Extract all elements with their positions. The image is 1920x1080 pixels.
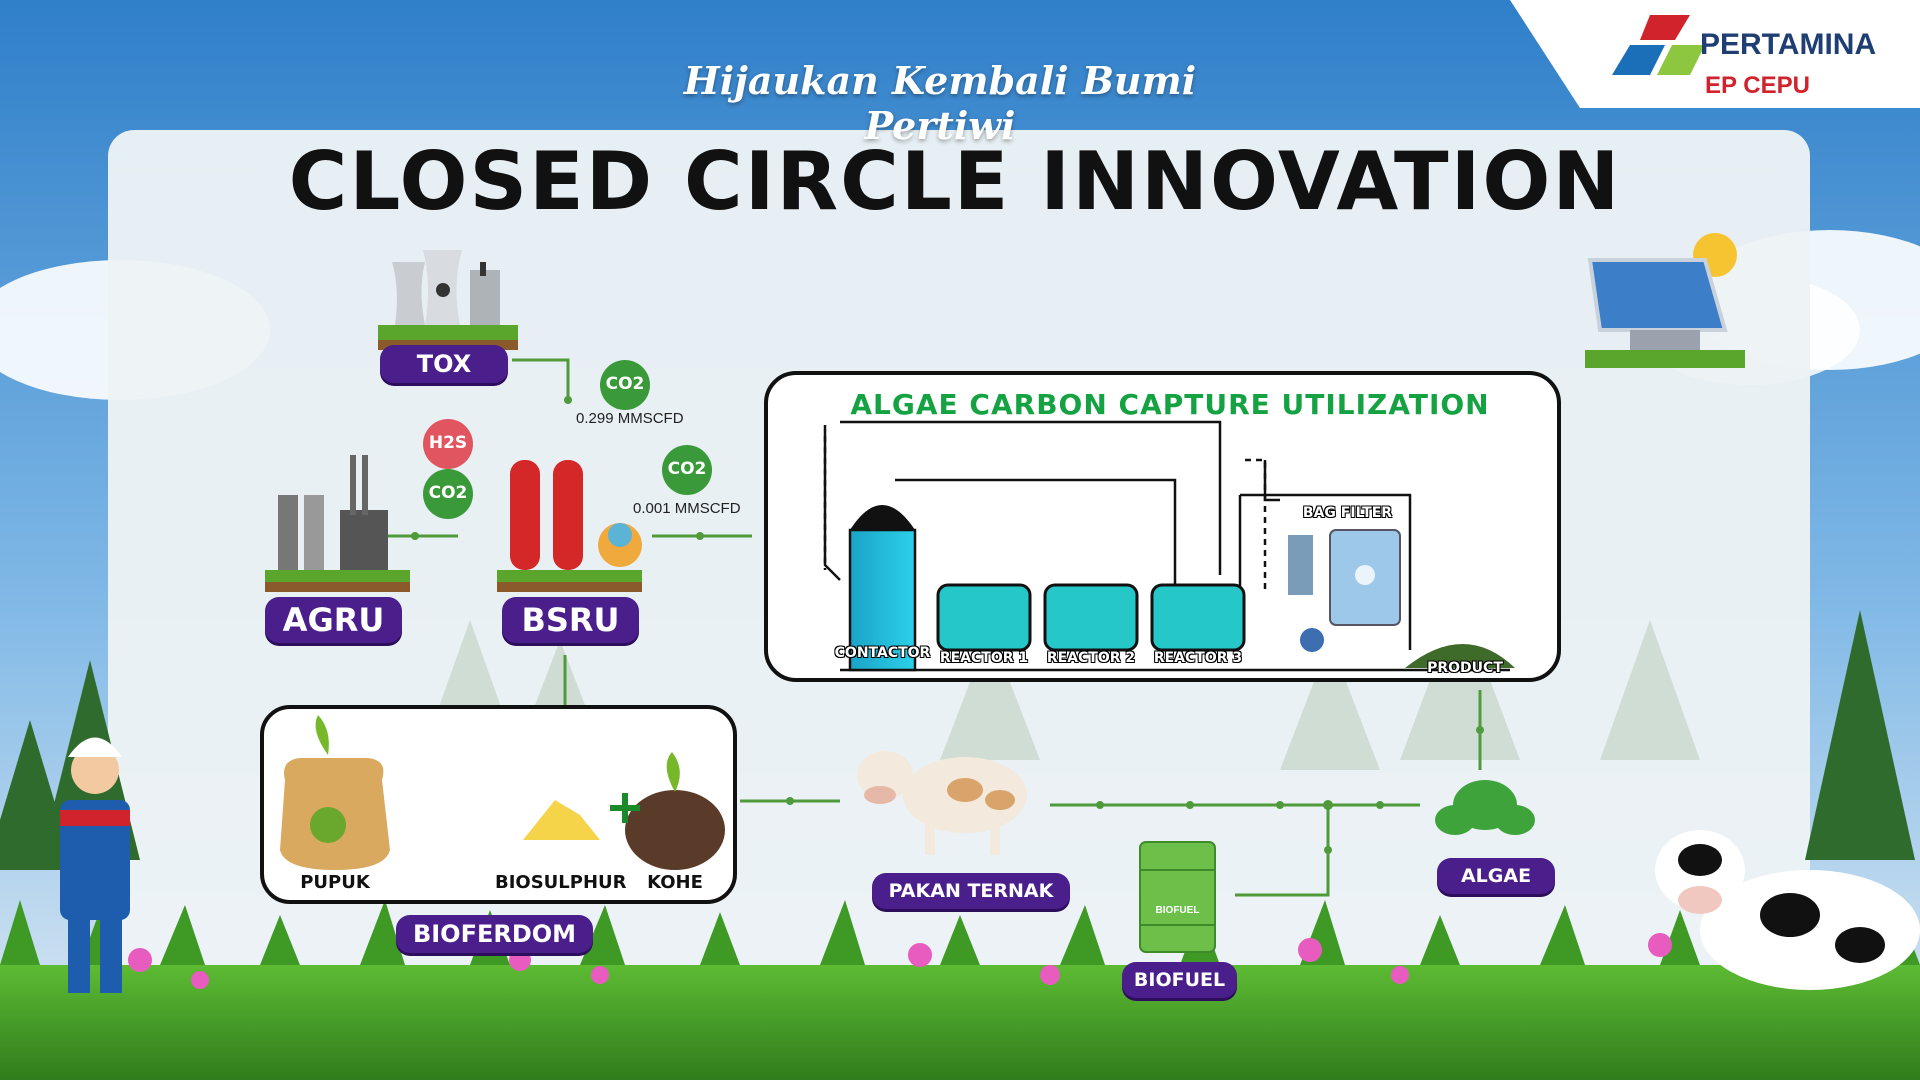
pupuk-label: PUPUK	[300, 872, 370, 893]
co2-bubble-bsru: CO2	[667, 459, 707, 479]
reactor-2-label: REACTOR 2	[1046, 650, 1136, 666]
cow-icon	[857, 751, 1027, 855]
pakan-ternak-label: PAKAN TERNAK	[872, 873, 1070, 909]
h2s-bubble: H2S	[428, 433, 468, 453]
bsru-plant-icon	[497, 460, 642, 592]
drum-label: BIOFUEL	[1155, 905, 1200, 916]
bsru-label: BSRU	[502, 597, 639, 643]
biofuel-label: BIOFUEL	[1122, 962, 1237, 998]
brand-name: PERTAMINA	[1700, 28, 1877, 61]
brand-subtitle: EP CEPU	[1705, 72, 1810, 99]
agru-plant-icon	[265, 455, 410, 592]
co2-bubble-agru: CO2	[428, 483, 468, 503]
co2-bubble-tox: CO2	[605, 374, 645, 394]
bag-filter-label: BAG FILTER	[1302, 505, 1393, 521]
bioferdom-label: BIOFERDOM	[396, 915, 593, 953]
dairy-cow-icon	[1655, 830, 1920, 990]
tox-label: TOX	[380, 345, 508, 383]
algae-label: ALGAE	[1437, 858, 1555, 894]
solar-panel-icon	[1585, 233, 1745, 368]
contactor-label: CONTACTOR	[834, 645, 931, 661]
slogan-text: Hijaukan Kembali Bumi Pertiwi	[683, 58, 1197, 148]
worker-figure	[60, 737, 130, 993]
page-title: CLOSED CIRCLE INNOVATION	[288, 135, 1622, 228]
product-label: PRODUCT	[1427, 660, 1503, 676]
logo-banner	[1510, 0, 1920, 108]
pertamina-logo-icon	[1612, 15, 1705, 75]
kohe-label: KOHE	[647, 872, 703, 893]
reactor-1-label: REACTOR 1	[939, 650, 1029, 666]
reactor-3-label: REACTOR 3	[1153, 650, 1243, 666]
agru-label: AGRU	[265, 597, 402, 643]
flow-rate-tox: 0.299 MMSCFD	[576, 410, 684, 427]
acc-title: ALGAE CARBON CAPTURE UTILIZATION	[850, 388, 1490, 421]
flow-rate-bsru: 0.001 MMSCFD	[633, 500, 741, 517]
biosulphur-label: BIOSULPHUR	[495, 872, 627, 893]
